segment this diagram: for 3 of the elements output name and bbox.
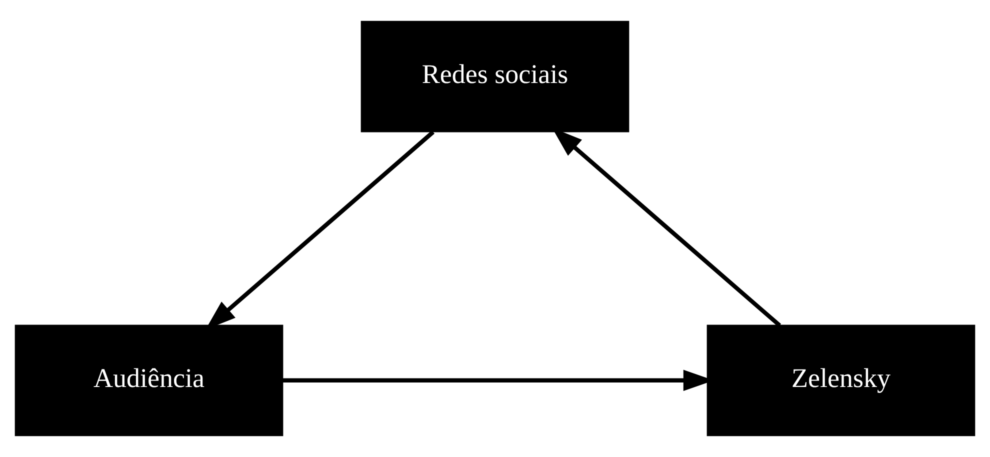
node-box: Zelensky <box>706 324 976 436</box>
node-box: Redes sociais <box>360 20 630 132</box>
node-box: Audiência <box>14 324 284 436</box>
